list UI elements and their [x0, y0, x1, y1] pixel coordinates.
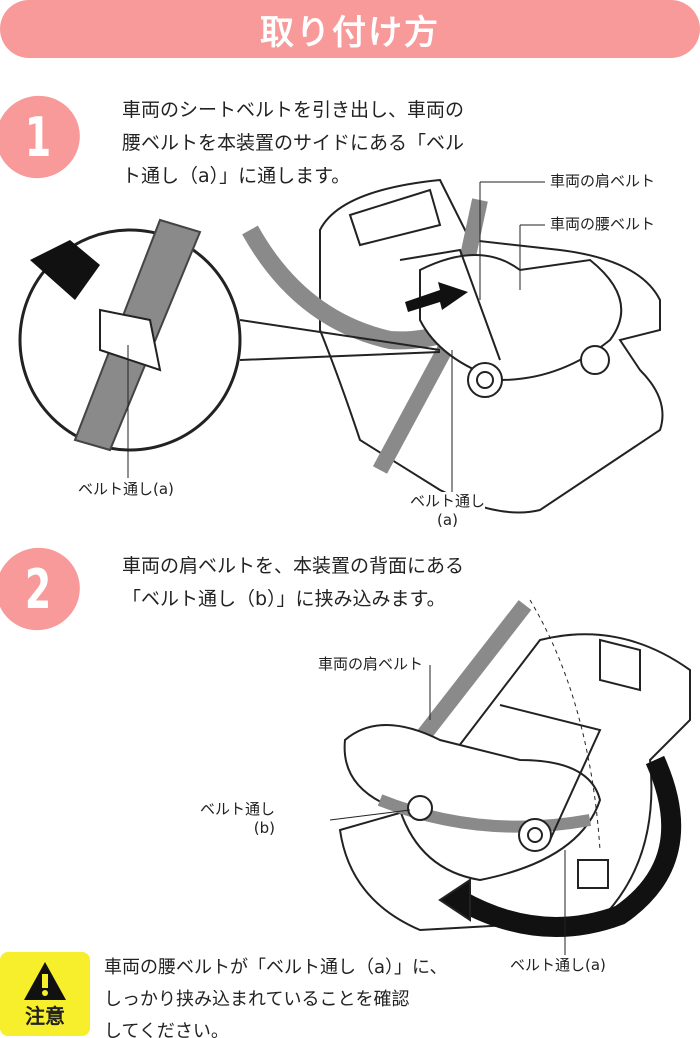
caution-label: 注意: [25, 1004, 65, 1028]
shoulder-belt-label: 車両の肩ベルト: [550, 172, 656, 191]
step2-illustration: [329, 599, 691, 955]
step-number: 2: [24, 557, 52, 621]
belt-guide-a-label: ベルト通し (a): [410, 492, 486, 530]
inset-belt-guide-label: ベルト通し(a): [78, 480, 174, 499]
caution-text: 車両の腰ベルトが「ベルト通し（a）」に、 しっかり挟み込まれていることを確認 し…: [104, 957, 448, 1038]
step-1-text: 車両のシートベルトを引き出し、車両の 腰ベルトを本装置のサイドにある「ベル ト通…: [122, 99, 465, 187]
step1-illustration: [18, 178, 664, 514]
section-header: 取り付け方: [0, 0, 700, 58]
lap-belt-label: 車両の腰ベルト: [550, 215, 656, 234]
caution-box: 注意: [0, 952, 90, 1036]
warning-icon: [24, 962, 66, 1000]
step-2-text: 車両の肩ベルトを、本装置の背面にある 「ベルト通し（b）」に挟み込みます。: [122, 555, 465, 610]
step-number: 1: [24, 105, 52, 169]
belt-guide-b-label: ベルト通し (b): [200, 800, 276, 838]
shoulder-belt-label-2: 車両の肩ベルト: [318, 655, 424, 674]
section-title: 取り付け方: [260, 12, 440, 53]
belt-guide-a-label-2: ベルト通し(a): [510, 956, 606, 975]
